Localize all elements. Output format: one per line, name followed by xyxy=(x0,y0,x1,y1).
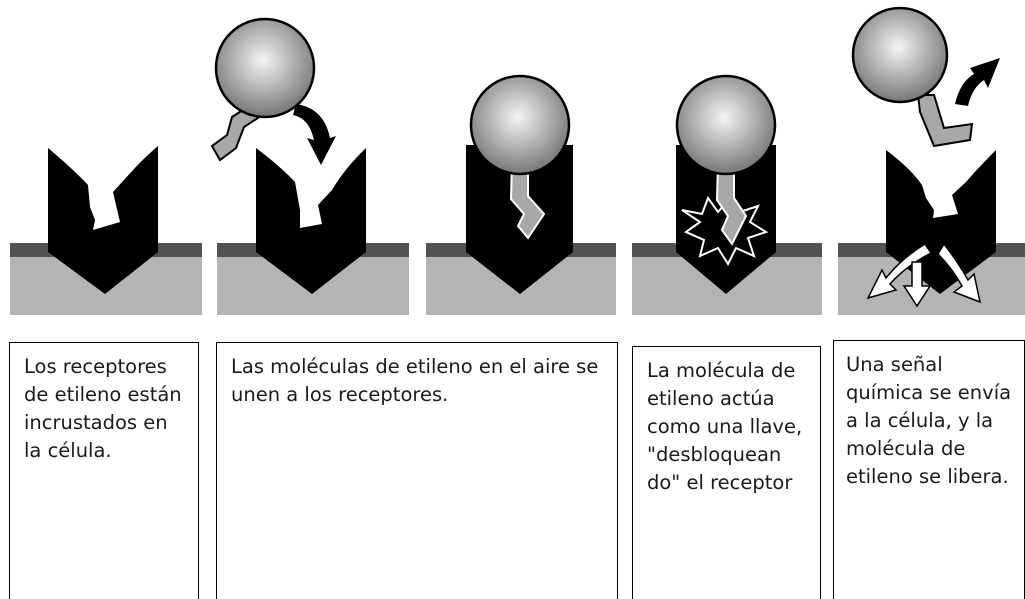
caption-ethylene-binds: Las moléculas de etileno en el aire se u… xyxy=(216,342,618,599)
caption-signal-released: Una señal química se envía a la célula, … xyxy=(833,340,1025,599)
ethylene-molecule xyxy=(469,74,571,240)
ethylene-molecule xyxy=(851,6,974,148)
panel-receptor-empty xyxy=(10,146,202,315)
panel-receptor-activated xyxy=(632,74,822,315)
ethylene-molecule xyxy=(210,17,316,162)
caption-ethylene-unlocks: La molécula de etileno actúa como una ll… xyxy=(632,346,821,599)
panel-ethylene-bound xyxy=(426,74,616,315)
arrow-down-icon xyxy=(293,104,336,165)
arrow-up-icon xyxy=(955,58,1000,106)
caption-receptors-embedded: Los receptores de etileno están incrusta… xyxy=(9,342,199,599)
ethylene-molecule xyxy=(675,74,777,246)
panel-ethylene-released xyxy=(838,6,1025,315)
receptor-shape xyxy=(466,145,573,294)
receptor-shape xyxy=(256,148,366,294)
ethylene-receptor-diagram xyxy=(10,6,1025,315)
signal-arrows-icon xyxy=(866,242,982,308)
receptor-shape xyxy=(48,146,158,294)
panel-ethylene-approaching xyxy=(210,17,409,315)
